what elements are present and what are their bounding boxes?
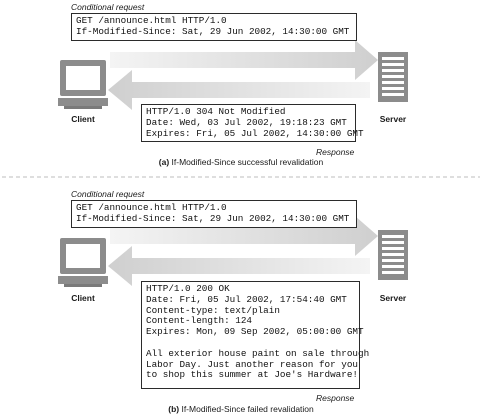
response-label: Response [316,147,355,157]
client-label: Client [71,114,95,124]
response-line: HTTP/1.0 304 Not Modified [146,106,286,117]
caption-letter: (a) [158,157,170,167]
server-tower-icon [378,52,408,102]
response-line: Expires: Fri, 05 Jul 2002, 14:30:00 GMT [146,127,364,139]
caption-letter: (b) [168,404,180,414]
request-line: GET /announce.html HTTP/1.0 [76,202,227,213]
response-arrow-a [108,70,370,110]
request-line: If-Modified-Since: Sat, 29 Jun 2002, 14:… [76,212,350,224]
client-computer-icon [58,60,108,109]
response-line: Date: Fri, 05 Jul 2002, 17:54:40 GMT [146,293,347,305]
response-line: Content-type: text/plain [146,304,280,316]
response-line: All exterior house paint on sale through [146,347,370,359]
response-arrow-b [108,246,370,286]
request-label: Conditional request [71,2,145,12]
server-label: Server [379,293,407,303]
server-tower-icon [378,230,408,280]
request-arrow-a [110,40,378,80]
figure-caption: (a) If-Modified-Since successful revalid… [0,157,482,167]
request-arrow-b [110,216,378,256]
server-label: Server [379,114,407,124]
request-line: GET /announce.html HTTP/1.0 [76,15,227,26]
request-label: Conditional request [71,189,145,199]
figure-caption: (b) If-Modified-Since failed revalidatio… [0,404,482,414]
response-line: to shop this summer at Joe's Hardware! [146,369,359,381]
response-line: Expires: Mon, 09 Sep 2002, 05:00:00 GMT [146,326,364,338]
request-line: If-Modified-Since: Sat, 29 Jun 2002, 14:… [76,25,350,37]
client-label: Client [71,293,95,303]
response-line: Content-length: 124 [146,315,253,327]
caption-text: If-Modified-Since failed revalidation [179,404,314,414]
response-line: Date: Wed, 03 Jul 2002, 19:18:23 GMT [146,116,347,128]
response-line: Labor Day. Just another reason for you [146,358,359,370]
caption-text: If-Modified-Since successful revalidatio… [169,157,324,167]
response-label: Response [316,393,355,403]
response-line: HTTP/1.0 200 OK [146,283,230,294]
client-computer-icon [58,238,108,287]
